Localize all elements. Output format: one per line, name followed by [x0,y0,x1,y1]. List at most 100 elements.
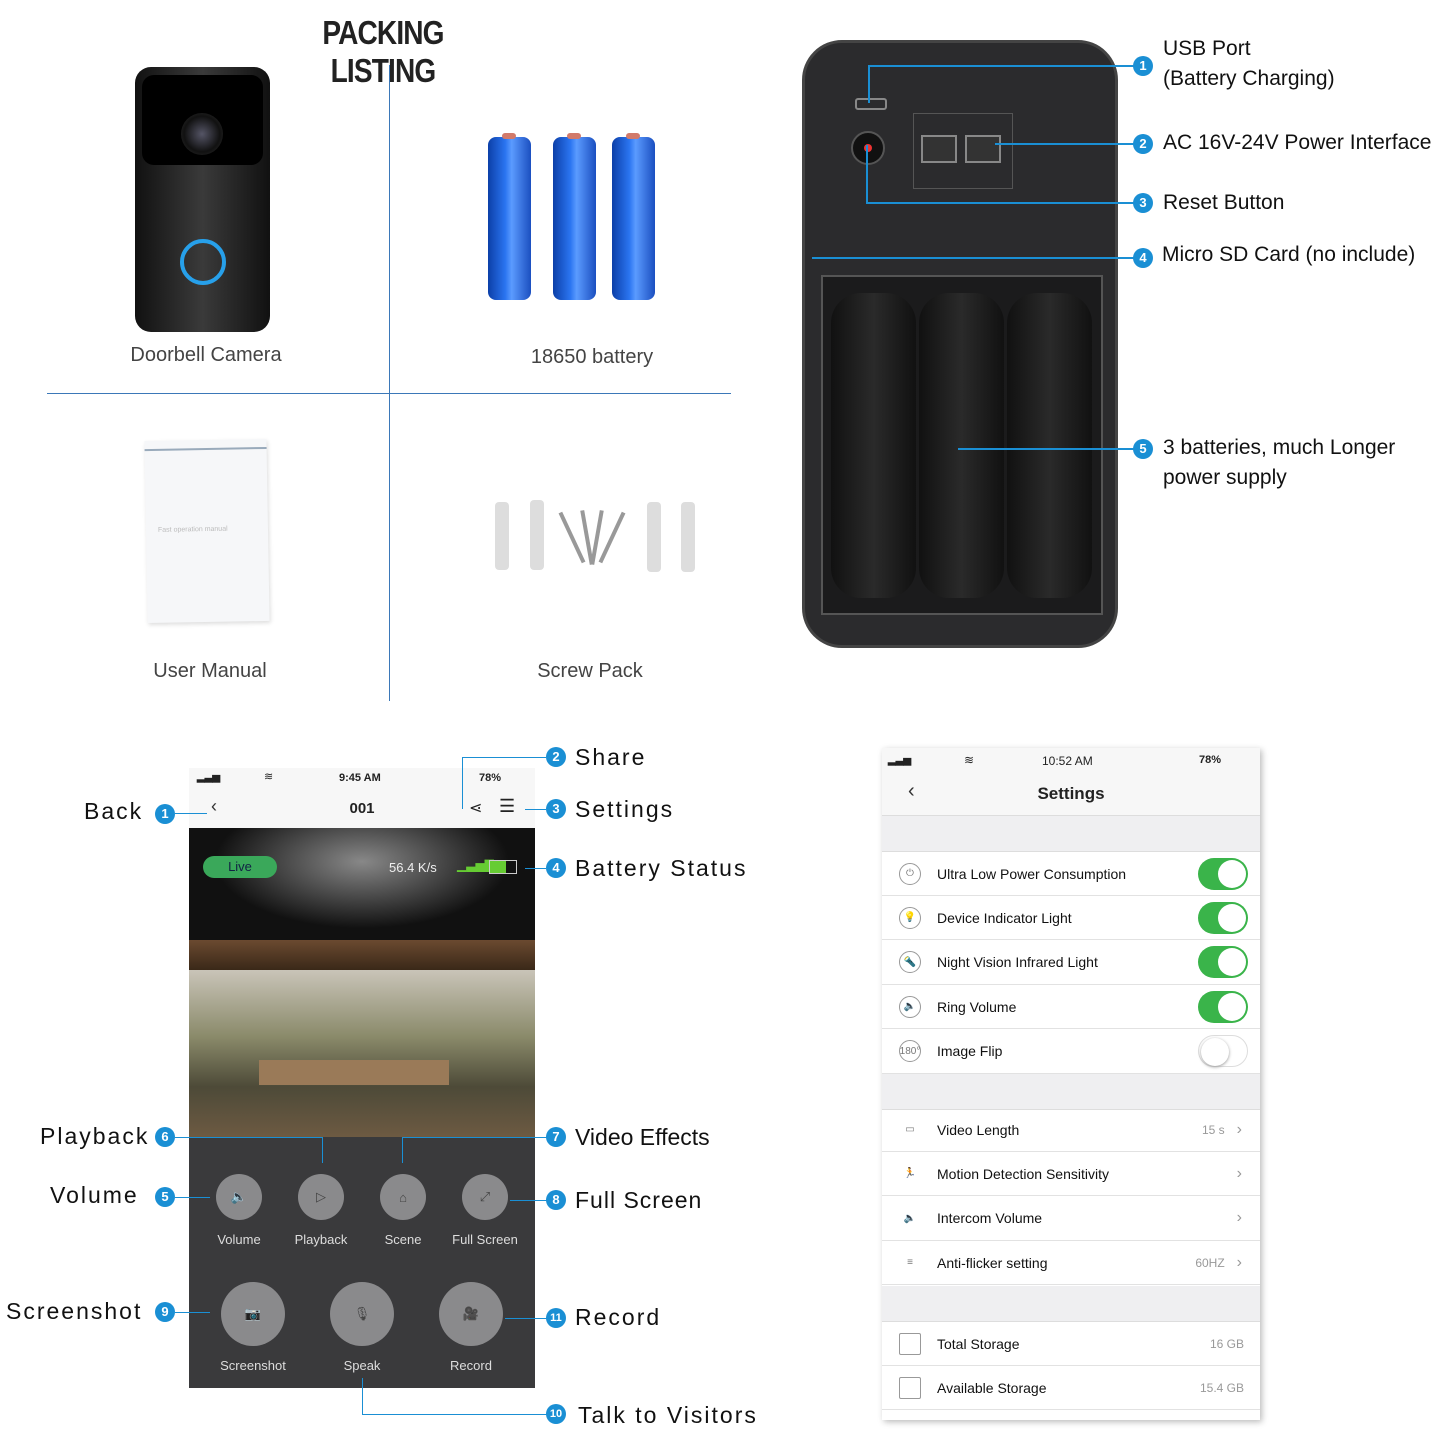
settings-nav-row[interactable]: 🏃 Motion Detection Sensitivity › [882,1152,1260,1197]
settings-button[interactable]: ☰ [499,796,516,816]
speak-button[interactable]: 🎙Speak [317,1282,407,1373]
setting-icon: 💡 [899,906,921,929]
callout-playback: Playback [40,1123,150,1149]
manual-label: User Manual [153,660,267,682]
settings-toggle-row[interactable]: 🔦Night Vision Infrared Light [882,941,1260,985]
file-icon [899,1332,921,1355]
screw-pack-image [490,500,705,585]
toggle-switch[interactable] [1198,990,1248,1023]
settings-toggle-row[interactable]: 180° Image Flip [882,1030,1260,1074]
callout-share: Share [575,744,647,770]
record-button[interactable]: 🎥Record [426,1282,516,1373]
pie-icon [899,1376,921,1399]
callout-power-interface: AC 16V-24V Power Interface [1163,131,1432,154]
divider [389,65,390,701]
screenshot-button[interactable]: 📷Screenshot [208,1282,298,1373]
toggle-switch[interactable] [1198,901,1248,934]
callout-number: 4 [546,858,566,878]
callout-sd-card: Micro SD Card (no include) [1162,243,1416,266]
settings-nav-row[interactable]: 🔈Intercom Volume› [882,1197,1260,1241]
callout-record: Record [575,1304,662,1330]
full-screen-button[interactable]: ⤢Full Screen [440,1174,530,1247]
volume-button[interactable]: 🔈Volume [194,1174,284,1247]
battery-status-icon [489,860,517,874]
battery-image [488,133,531,300]
user-manual-image: Fast operation manual [144,438,270,624]
setting-label: Night Vision Infrared Light [937,954,1098,971]
callout-number: 5 [155,1187,175,1207]
page-title: PACKING LISTING [322,14,444,89]
battery-label: 18650 battery [530,346,654,368]
settings-toggle-row[interactable]: ⏻ Ultra Low Power Consumption [882,852,1260,896]
setting-label: Motion Detection Sensitivity [937,1165,1109,1182]
chevron-right-icon: › [1236,1209,1242,1227]
setting-icon: 🔈 [899,995,921,1018]
doorbell-label: Doorbell Camera [130,344,282,366]
callout-number: 11 [546,1308,566,1328]
callout-usb-port: USB Port [1163,37,1251,60]
setting-value: 16 GB [1209,1336,1244,1351]
callout-number: 6 [155,1127,175,1147]
callout-settings: Settings [575,796,675,822]
setting-value: 60HZ [1195,1255,1225,1270]
status-battery: 78% [479,772,502,784]
settings-toggle-row[interactable]: 🔈 Ring Volume [882,985,1260,1030]
chevron-right-icon: › [1236,1120,1242,1138]
share-button[interactable]: ⋖ [469,800,483,817]
callout-number: 3 [546,799,566,819]
signal-strength-icon: ▁▃▅▇ [457,858,494,872]
signal-icon: ▂▃▅ [888,755,912,766]
callout-number: 9 [155,1302,175,1322]
settings-toggle-row[interactable]: 💡Device Indicator Light [882,896,1260,941]
callout-talk-to-visitors: Talk to Visitors [578,1402,758,1428]
callout-number: 7 [546,1127,566,1147]
doorbell-image [135,67,270,332]
callout-video-effects: Video Effects [575,1124,710,1150]
setting-label: Anti-flicker setting [937,1254,1048,1271]
playback-button[interactable]: ▷Playback [276,1174,366,1247]
callout-screenshot: Screenshot [6,1298,143,1324]
setting-icon: 🔈 [903,1212,917,1224]
setting-icon: ▭ [905,1124,915,1135]
setting-icon: ⏻ [899,862,921,885]
toggle-switch[interactable] [1198,857,1248,890]
toggle-switch[interactable] [1198,946,1248,979]
doorbell-back-image [802,40,1118,648]
callout-back: Back [84,798,144,824]
callout-number: 2 [546,747,566,767]
screw-pack-label: Screw Pack [537,660,643,682]
callout-number: 1 [155,804,175,824]
callout-number: 5 [1133,439,1153,459]
status-battery: 78% [1199,754,1222,766]
setting-label: Total Storage [937,1335,1020,1352]
storage-row: Total Storage 16 GB [882,1322,1260,1366]
signal-icon: ▂▃▅ [197,772,221,783]
callout-batteries-sub: power supply [1163,466,1287,489]
live-badge: Live [203,856,277,878]
status-time: 10:52 AM [1042,754,1093,768]
settings-title: Settings [1037,784,1105,803]
back-button[interactable]: ‹ [908,780,915,802]
setting-label: Image Flip [937,1043,1003,1060]
app-live-view: ▂▃▅ ≋ 9:45 AM 78% ‹ 001 ⋖ ☰ Live 56.4 K/… [189,768,535,1388]
callout-battery-status: Battery Status [575,855,748,881]
toggle-switch[interactable] [1198,1035,1248,1068]
setting-label: Ring Volume [937,998,1017,1015]
setting-label: Ultra Low Power Consumption [937,865,1127,882]
settings-screen: ▂▃▅ ≋ 10:52 AM 78% ‹ Settings ⏻Ultra Low… [882,748,1260,1420]
battery-image [612,133,655,300]
setting-label: Available Storage [937,1379,1047,1396]
battery-image [553,133,596,300]
callout-full-screen: Full Screen [575,1187,703,1213]
chevron-right-icon: › [1236,1164,1242,1182]
scene-button[interactable]: ⌂Scene [358,1174,448,1247]
setting-icon: 🏃 [903,1168,917,1180]
setting-value: 15 s [1201,1122,1225,1137]
setting-icon: 180° [899,1040,921,1063]
callout-number: 1 [1133,56,1153,76]
camera-title: 001 [349,800,375,817]
back-button[interactable]: ‹ [211,796,217,816]
